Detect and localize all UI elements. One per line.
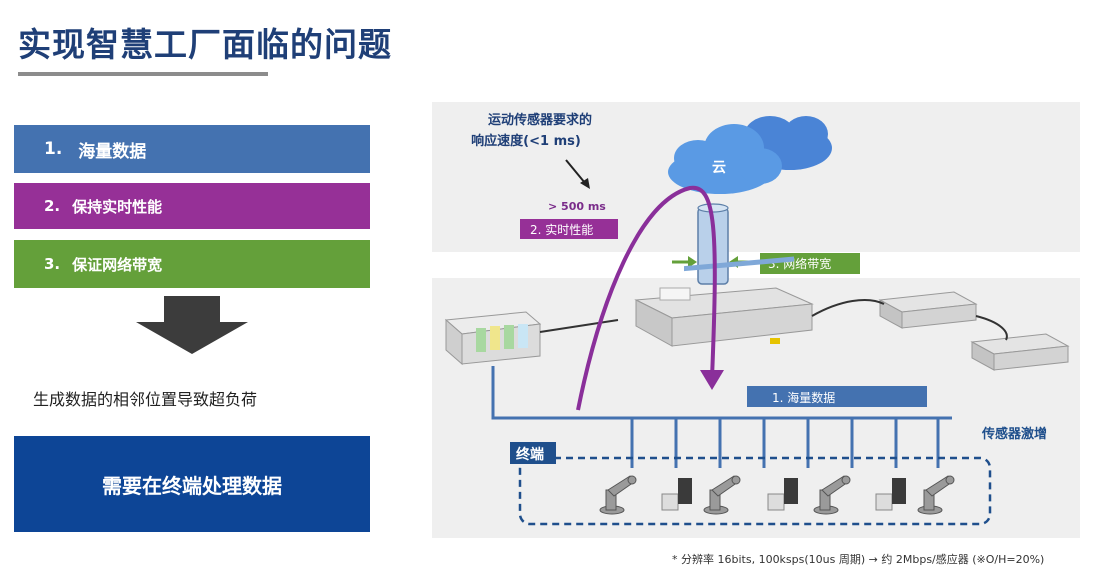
page-title: 实现智慧工厂面临的问题: [18, 25, 392, 64]
latency-arrowhead-icon: [580, 178, 590, 189]
challenge-number: 1.: [44, 139, 63, 159]
challenge-bandwidth: 3. 保证网络带宽: [14, 240, 370, 288]
pinch-arrowhead-left-icon: [688, 256, 697, 268]
challenge-number: 2.: [44, 197, 61, 215]
remote-unit-1: [878, 291, 978, 329]
bus-drops: [630, 418, 940, 468]
cable: [811, 299, 885, 317]
challenge-label: 保持实时性能: [72, 197, 163, 216]
title-underline: [18, 72, 268, 76]
requirement-text-line1: 运动传感器要求的: [488, 112, 592, 128]
cable: [539, 319, 619, 333]
challenge-mass-data: 1. 海量数据: [14, 125, 370, 173]
cable: [975, 315, 1008, 341]
down-arrow-icon: [136, 296, 248, 354]
field-bus: [491, 366, 952, 420]
solution-box: 需要在终端处理数据: [14, 436, 370, 532]
cloud-label: 云: [712, 160, 726, 176]
latency-arrow: [565, 159, 586, 184]
edge-tag: [510, 442, 556, 464]
challenge-realtime: 2. 保持实时性能: [14, 183, 370, 229]
data-path-arrowhead-icon: [700, 370, 724, 390]
problem-statement: 生成数据的相邻位置导致超负荷: [33, 390, 258, 409]
gateway-device: [634, 256, 814, 347]
edge-tag-label: 终端: [516, 446, 544, 463]
data-path-arrow: [576, 185, 717, 411]
remote-unit-2: [970, 333, 1070, 371]
realtime-tag: [520, 219, 618, 239]
sensor-module-icon: [875, 478, 906, 511]
challenge-label: 海量数据: [78, 141, 147, 162]
robot-arm-icon: [813, 475, 851, 515]
sensor-module-icon: [767, 478, 798, 511]
controller-device: [444, 311, 542, 366]
robot-arm-icon: [917, 475, 955, 515]
footnote: * 分辨率 16bits, 100ksps(10us 周期) → 约 2Mbps…: [672, 553, 1045, 566]
requirement-text-line2: 响应速度(<1 ms): [471, 133, 581, 149]
robot-arm-icon: [703, 475, 741, 515]
latency-label: > 500 ms: [548, 200, 606, 213]
realtime-tag-label: 2. 实时性能: [530, 222, 593, 237]
mass-data-tag-label: 1. 海量数据: [772, 390, 835, 405]
challenge-number: 3.: [44, 255, 61, 273]
mass-data-tag: [747, 386, 927, 407]
challenge-label: 保证网络带宽: [72, 255, 163, 274]
cloud-icon: [668, 116, 832, 194]
sensor-surge-label: 传感器激增: [981, 426, 1047, 442]
robot-arm-icon: [599, 475, 637, 515]
sensor-module-icon: [661, 478, 692, 511]
